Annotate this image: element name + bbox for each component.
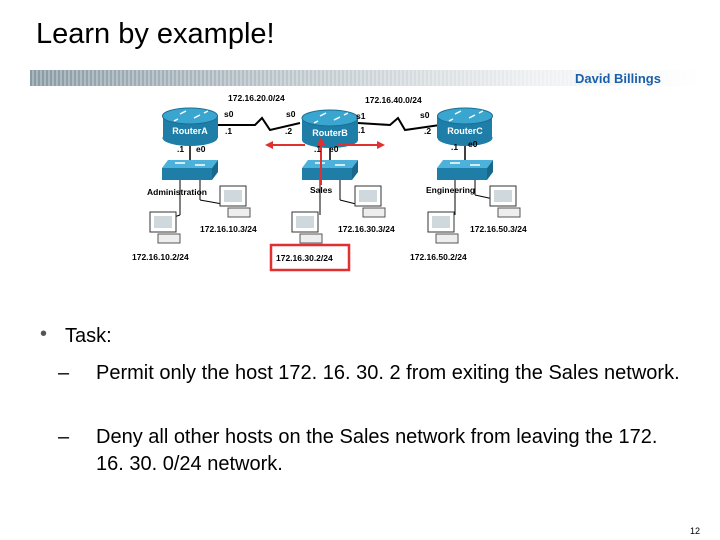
segment-label-administration: Administration (147, 187, 207, 197)
host-label-10-2: 172.16.10.2/24 (132, 252, 189, 262)
network-label-20: 172.16.20.0/24 (228, 93, 285, 103)
slide-title: Learn by example! (36, 18, 275, 50)
iface-a-s0-ip: .1 (225, 126, 232, 136)
task-label: Task: (65, 325, 112, 347)
task-item-text: Deny all other hosts on the Sales networ… (96, 426, 658, 475)
network-diagram: RouterA RouterB RouterC (132, 93, 527, 272)
pc-eng-2-icon (427, 211, 459, 244)
iface-b-s0-ip: .2 (285, 126, 292, 136)
arrow-up-icon (317, 137, 325, 185)
bullet-icon: • (40, 323, 48, 345)
iface-c-s0-ip: .2 (424, 126, 431, 136)
arrow-left-icon (265, 141, 305, 149)
serial-link-bc (357, 116, 441, 132)
highlight-box (269, 243, 351, 272)
host-label-50-3: 172.16.50.3/24 (470, 224, 527, 234)
router-c-icon (437, 107, 493, 146)
pc-sales-3-icon (354, 185, 386, 218)
segment-label-sales: Sales (310, 185, 332, 195)
iface-a-e0-ip: .1 (177, 144, 184, 154)
dash-icon: – (58, 362, 70, 384)
iface-a-e0: e0 (196, 144, 206, 154)
task-item-text: Permit only the host 172. 16. 30. 2 from… (96, 362, 680, 384)
iface-b-s0: s0 (286, 109, 296, 119)
pc-admin-2-icon (149, 211, 181, 244)
iface-b-e0-ip: .1 (314, 144, 321, 154)
iface-a-s0: s0 (224, 109, 234, 119)
iface-b-s1-ip: .1 (358, 125, 365, 135)
iface-c-s0: s0 (420, 110, 430, 120)
segment-label-engineering: Engineering (426, 185, 475, 195)
author-name: David Billings (575, 71, 661, 86)
host-label-10-3: 172.16.10.3/24 (200, 224, 257, 234)
network-label-40: 172.16.40.0/24 (365, 95, 422, 105)
iface-b-e0: e0 (329, 144, 339, 154)
header-banner (30, 70, 702, 86)
dash-icon: – (58, 426, 70, 448)
pc-admin-3-icon (219, 185, 251, 218)
switch-sales-icon (302, 160, 358, 180)
iface-c-e0-ip: .1 (451, 142, 458, 152)
iface-b-s1: s1 (356, 111, 366, 121)
router-a-icon (162, 107, 218, 146)
host-label-30-3: 172.16.30.3/24 (338, 224, 395, 234)
pc-eng-3-icon (489, 185, 521, 218)
switch-engineering-icon (437, 160, 493, 180)
router-c-label: RouterC (447, 126, 483, 136)
page-number: 12 (690, 526, 701, 536)
host-label-30-2: 172.16.30.2/24 (276, 253, 333, 263)
arrow-right-icon (338, 141, 385, 149)
iface-c-e0: e0 (468, 139, 478, 149)
router-b-label: RouterB (312, 128, 348, 138)
router-a-label: RouterA (172, 126, 208, 136)
pc-sales-2-icon (291, 211, 323, 244)
switch-administration-icon (162, 160, 218, 180)
serial-link-ab (215, 116, 301, 132)
host-label-50-2: 172.16.50.2/24 (410, 252, 467, 262)
